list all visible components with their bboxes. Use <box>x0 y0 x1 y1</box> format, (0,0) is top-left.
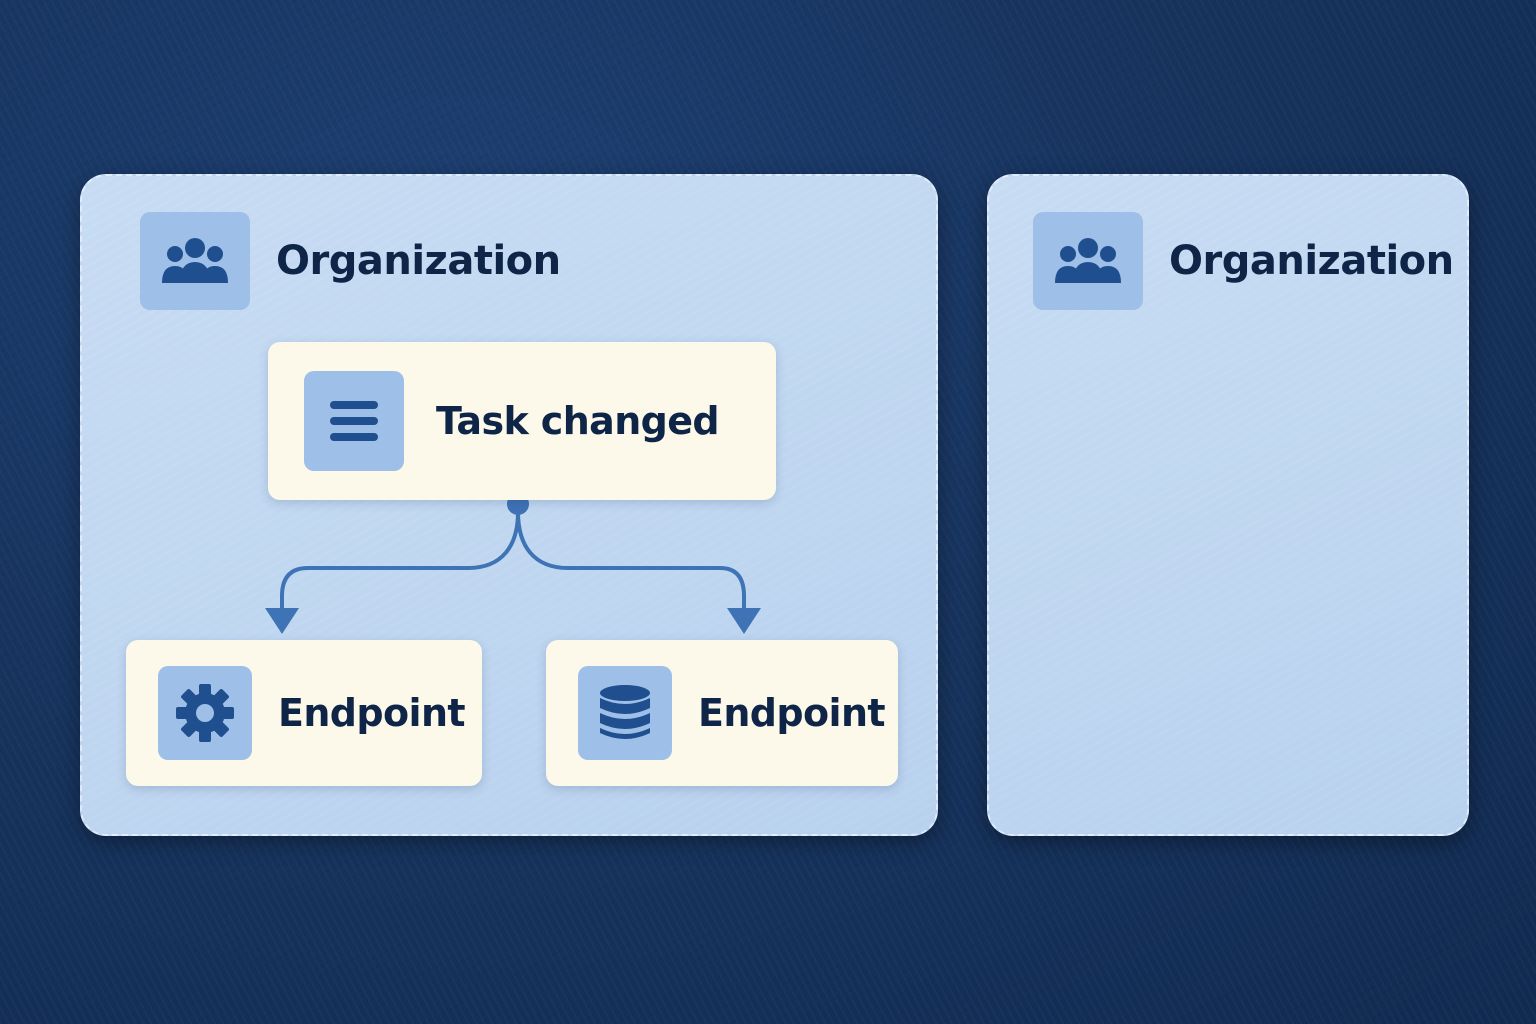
people-icon <box>1033 212 1143 310</box>
panel-title: Organization <box>1169 238 1454 284</box>
trigger-label: Task changed <box>436 399 720 443</box>
trigger-task-changed-card[interactable]: Task changed <box>268 342 776 500</box>
endpoint-card-gear[interactable]: Endpoint <box>126 640 482 786</box>
list-icon <box>304 371 404 471</box>
organization-header: Organization <box>1033 212 1454 310</box>
organization-panel-left: Organization Task changed <box>80 174 938 836</box>
people-icon <box>140 212 250 310</box>
gear-icon <box>158 666 252 760</box>
database-icon <box>578 666 672 760</box>
branch-connector <box>265 493 761 634</box>
panel-title: Organization <box>276 238 561 284</box>
endpoint-label: Endpoint <box>698 691 886 735</box>
endpoint-label: Endpoint <box>278 691 466 735</box>
endpoint-card-database[interactable]: Endpoint <box>546 640 898 786</box>
organization-header: Organization <box>140 212 561 310</box>
organization-panel-right: Organization <box>987 174 1469 836</box>
